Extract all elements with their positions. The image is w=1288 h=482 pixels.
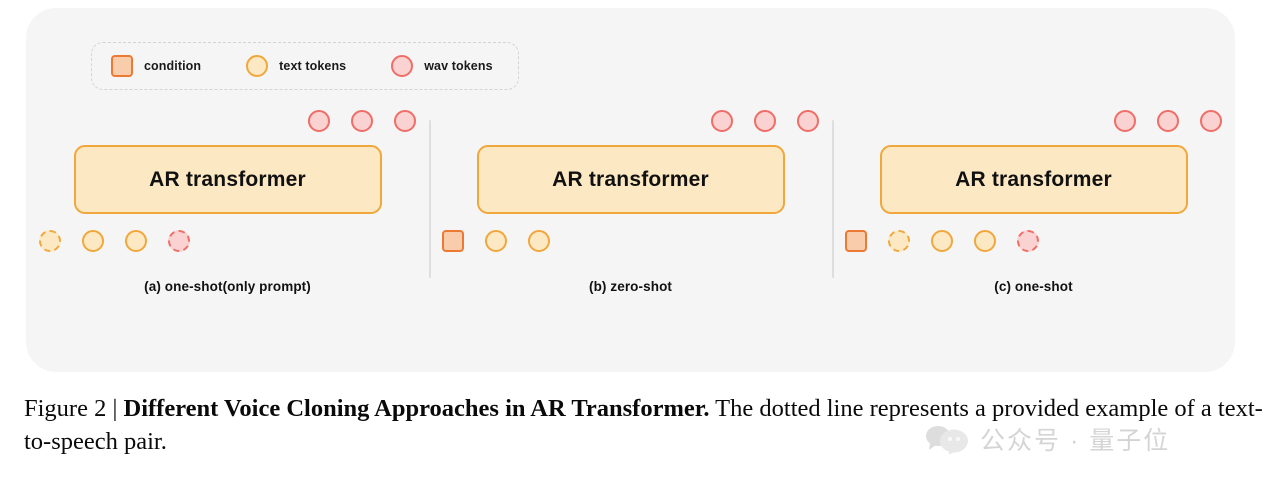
panel-a-ar-transformer-label: AR transformer — [149, 167, 306, 191]
wav-token-circle-icon — [797, 110, 819, 132]
text-token-circle-icon — [125, 230, 147, 252]
text-token-circle-icon — [485, 230, 507, 252]
figure-caption: Figure 2 | Different Voice Cloning Appro… — [24, 392, 1276, 458]
panel-a: AR transformer (a) one-shot(only prompt) — [26, 110, 429, 335]
text-token-circle-icon — [931, 230, 953, 252]
wav-token-circle-icon — [754, 110, 776, 132]
wav-token-dashed-circle-icon — [168, 230, 190, 252]
legend-item-text-tokens: text tokens — [246, 55, 346, 77]
legend-item-wav-tokens: wav tokens — [391, 55, 493, 77]
panel-c-output-tokens — [1114, 110, 1222, 132]
panel-a-ar-transformer-box: AR transformer — [73, 145, 382, 214]
legend-label-wav-tokens: wav tokens — [424, 59, 493, 73]
text-token-circle-icon — [82, 230, 104, 252]
panel-c-ar-transformer-label: AR transformer — [955, 167, 1112, 191]
text-token-dashed-circle-icon — [888, 230, 910, 252]
wav-token-circle-icon — [1157, 110, 1179, 132]
condition-square-icon — [442, 230, 464, 252]
figure-caption-prefix: Figure 2 | — [24, 395, 124, 422]
figure-caption-body: The dotted line represents a provided ex… — [24, 395, 1263, 455]
panels-container: AR transformer (a) one-shot(only prompt)… — [26, 110, 1235, 335]
panel-b-output-tokens — [711, 110, 819, 132]
legend-item-condition: condition — [111, 55, 201, 77]
condition-square-icon — [111, 55, 133, 77]
text-token-dashed-circle-icon — [39, 230, 61, 252]
panel-c: AR transformer (c) one-shot — [832, 110, 1235, 335]
panel-a-caption: (a) one-shot(only prompt) — [144, 279, 311, 294]
wav-token-circle-icon — [391, 55, 414, 77]
panel-b-ar-transformer-box: AR transformer — [476, 145, 785, 214]
wav-token-circle-icon — [1200, 110, 1222, 132]
condition-square-icon — [845, 230, 867, 252]
panel-b: AR transformer (b) zero-shot — [429, 110, 832, 335]
text-token-circle-icon — [974, 230, 996, 252]
wav-token-dashed-circle-icon — [1017, 230, 1039, 252]
panel-b-ar-transformer-label: AR transformer — [552, 167, 709, 191]
figure-caption-title: Different Voice Cloning Approaches in AR… — [123, 395, 710, 422]
panel-c-input-tokens — [845, 230, 1039, 252]
wav-token-circle-icon — [308, 110, 330, 132]
wav-token-circle-icon — [711, 110, 733, 132]
wav-token-circle-icon — [394, 110, 416, 132]
legend: condition text tokens wav tokens — [91, 42, 519, 90]
panel-c-caption: (c) one-shot — [994, 279, 1073, 294]
panel-b-caption: (b) zero-shot — [588, 279, 673, 294]
legend-label-text-tokens: text tokens — [279, 59, 347, 73]
panel-a-output-tokens — [308, 110, 416, 132]
panel-a-input-tokens — [39, 230, 190, 252]
panel-c-ar-transformer-box: AR transformer — [879, 145, 1188, 214]
text-token-circle-icon — [528, 230, 550, 252]
panel-b-input-tokens — [442, 230, 550, 252]
text-token-circle-icon — [246, 55, 269, 77]
wav-token-circle-icon — [1114, 110, 1136, 132]
wav-token-circle-icon — [351, 110, 373, 132]
legend-label-condition: condition — [144, 59, 202, 73]
